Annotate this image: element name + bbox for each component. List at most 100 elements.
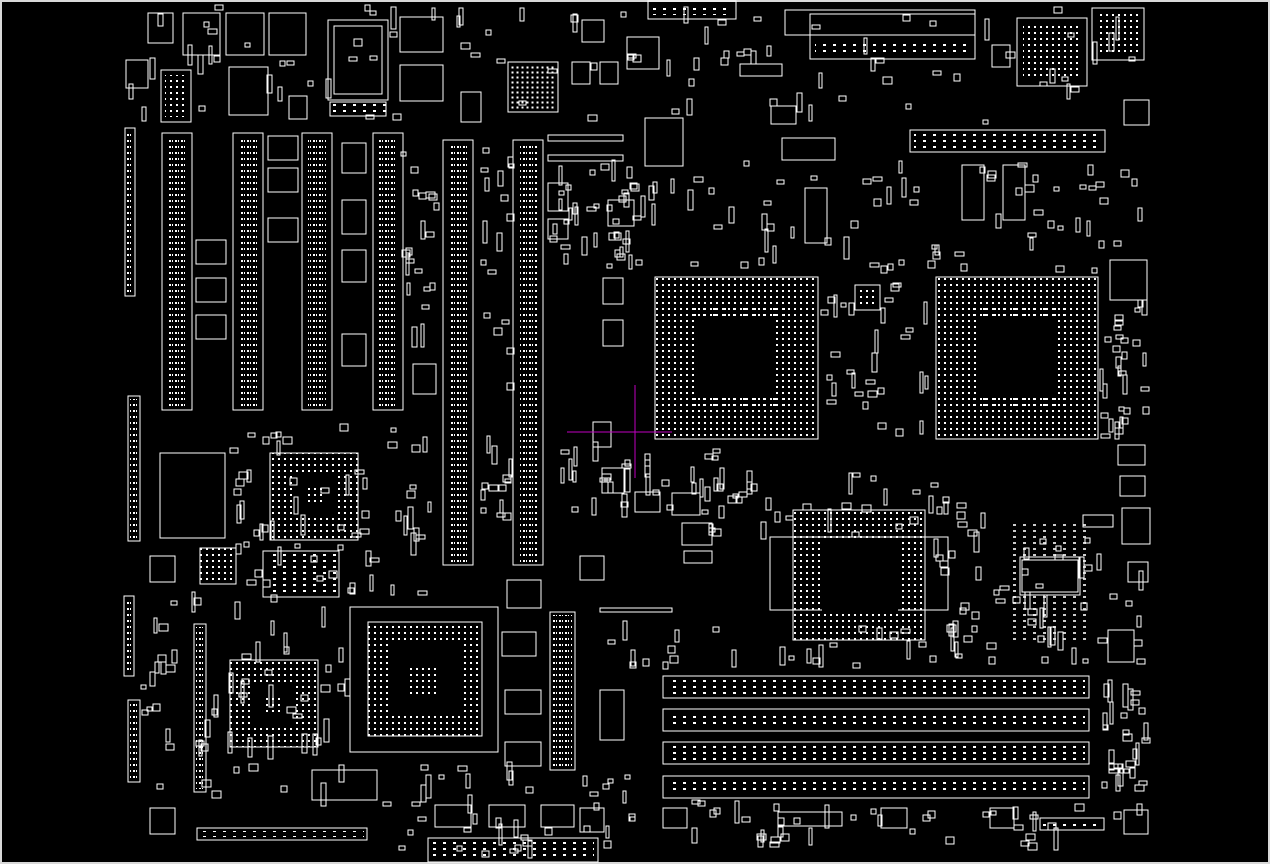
passive-part (1119, 416, 1124, 429)
passive-part (1039, 538, 1047, 545)
passive-part (425, 231, 435, 238)
passive-part (438, 774, 445, 780)
passive-part (264, 669, 273, 676)
passive-part (1122, 733, 1133, 742)
passive-part (337, 544, 344, 551)
passive-part (1053, 827, 1059, 851)
passive-part (772, 245, 777, 264)
passive-part (233, 488, 242, 496)
passive-part (621, 189, 629, 195)
passive-part (652, 181, 658, 194)
passive-part (993, 589, 1000, 596)
passive-part (582, 775, 588, 787)
passive-part (154, 661, 160, 674)
passive-part (467, 794, 473, 814)
passive-part (191, 591, 196, 613)
passive-part (589, 169, 596, 176)
passive-part (1120, 337, 1129, 344)
passive-part (519, 7, 525, 22)
passive-part (587, 114, 598, 122)
passive-part (876, 627, 883, 640)
passive-part (187, 44, 193, 66)
passive-part (480, 259, 487, 266)
passive-part (1136, 615, 1142, 628)
passive-part (651, 203, 656, 226)
passive-part (713, 477, 719, 492)
passive-part (760, 521, 767, 540)
passive-part (267, 735, 274, 760)
passive-part (607, 639, 616, 645)
passive-part (776, 179, 785, 185)
passive-part (508, 163, 515, 169)
passive-part (886, 186, 892, 205)
passive-part (254, 569, 263, 578)
passive-part (497, 170, 504, 187)
passive-part (984, 18, 990, 41)
passive-part (871, 352, 878, 373)
passive-part (328, 570, 338, 579)
passive-part (1102, 383, 1108, 399)
passive-part (895, 523, 903, 530)
passive-part (1096, 553, 1102, 571)
passive-part (570, 14, 579, 23)
passive-part (1032, 811, 1037, 832)
passive-part (204, 719, 211, 738)
passive-part (208, 45, 213, 65)
passive-part (600, 163, 610, 171)
passive-part (960, 263, 968, 272)
passive-part (824, 237, 832, 246)
passive-part (283, 646, 290, 655)
passive-part (625, 230, 630, 253)
passive-part (1136, 803, 1143, 816)
passive-part (160, 661, 167, 675)
passive-part (851, 372, 856, 389)
passive-part (766, 45, 772, 57)
passive-part (244, 42, 251, 48)
passive-part (592, 441, 599, 462)
passive-part (863, 37, 868, 55)
passive-part (1079, 184, 1087, 190)
chipset-bga-right (769, 509, 949, 641)
passive-part (201, 779, 212, 788)
passive-part (246, 579, 257, 586)
passive-part (457, 765, 468, 772)
passive-part (669, 655, 679, 664)
passive-part (213, 55, 221, 63)
passive-part (418, 192, 427, 200)
passive-part (731, 649, 737, 668)
passive-part (1109, 593, 1118, 600)
passive-part (1061, 76, 1069, 82)
passive-part (558, 165, 563, 186)
passive-part (869, 262, 880, 268)
passive-part (629, 816, 636, 822)
passive-part (982, 119, 989, 125)
passive-part (1013, 824, 1024, 831)
passive-part (1134, 307, 1141, 313)
passive-part (873, 198, 882, 207)
passive-part (1136, 658, 1146, 665)
passive-part (1053, 186, 1060, 192)
passive-part (1097, 637, 1108, 644)
passive-part (563, 219, 570, 225)
chipset-bga-left (159, 452, 359, 748)
passive-part (607, 481, 614, 494)
passive-part (670, 178, 675, 194)
passive-part (412, 189, 419, 197)
passive-part (841, 502, 852, 510)
passive-part (630, 183, 640, 192)
passive-part (415, 534, 426, 540)
passive-part (963, 635, 973, 643)
passive-part (359, 528, 370, 535)
passive-part (887, 263, 894, 271)
passive-part (141, 106, 147, 122)
passive-part (593, 802, 600, 811)
passive-part (746, 470, 753, 495)
passive-part (1047, 822, 1057, 831)
passive-part (227, 731, 233, 754)
passive-part (640, 195, 646, 218)
passive-part (229, 447, 239, 454)
passive-part (973, 531, 980, 553)
passive-part (790, 226, 795, 239)
